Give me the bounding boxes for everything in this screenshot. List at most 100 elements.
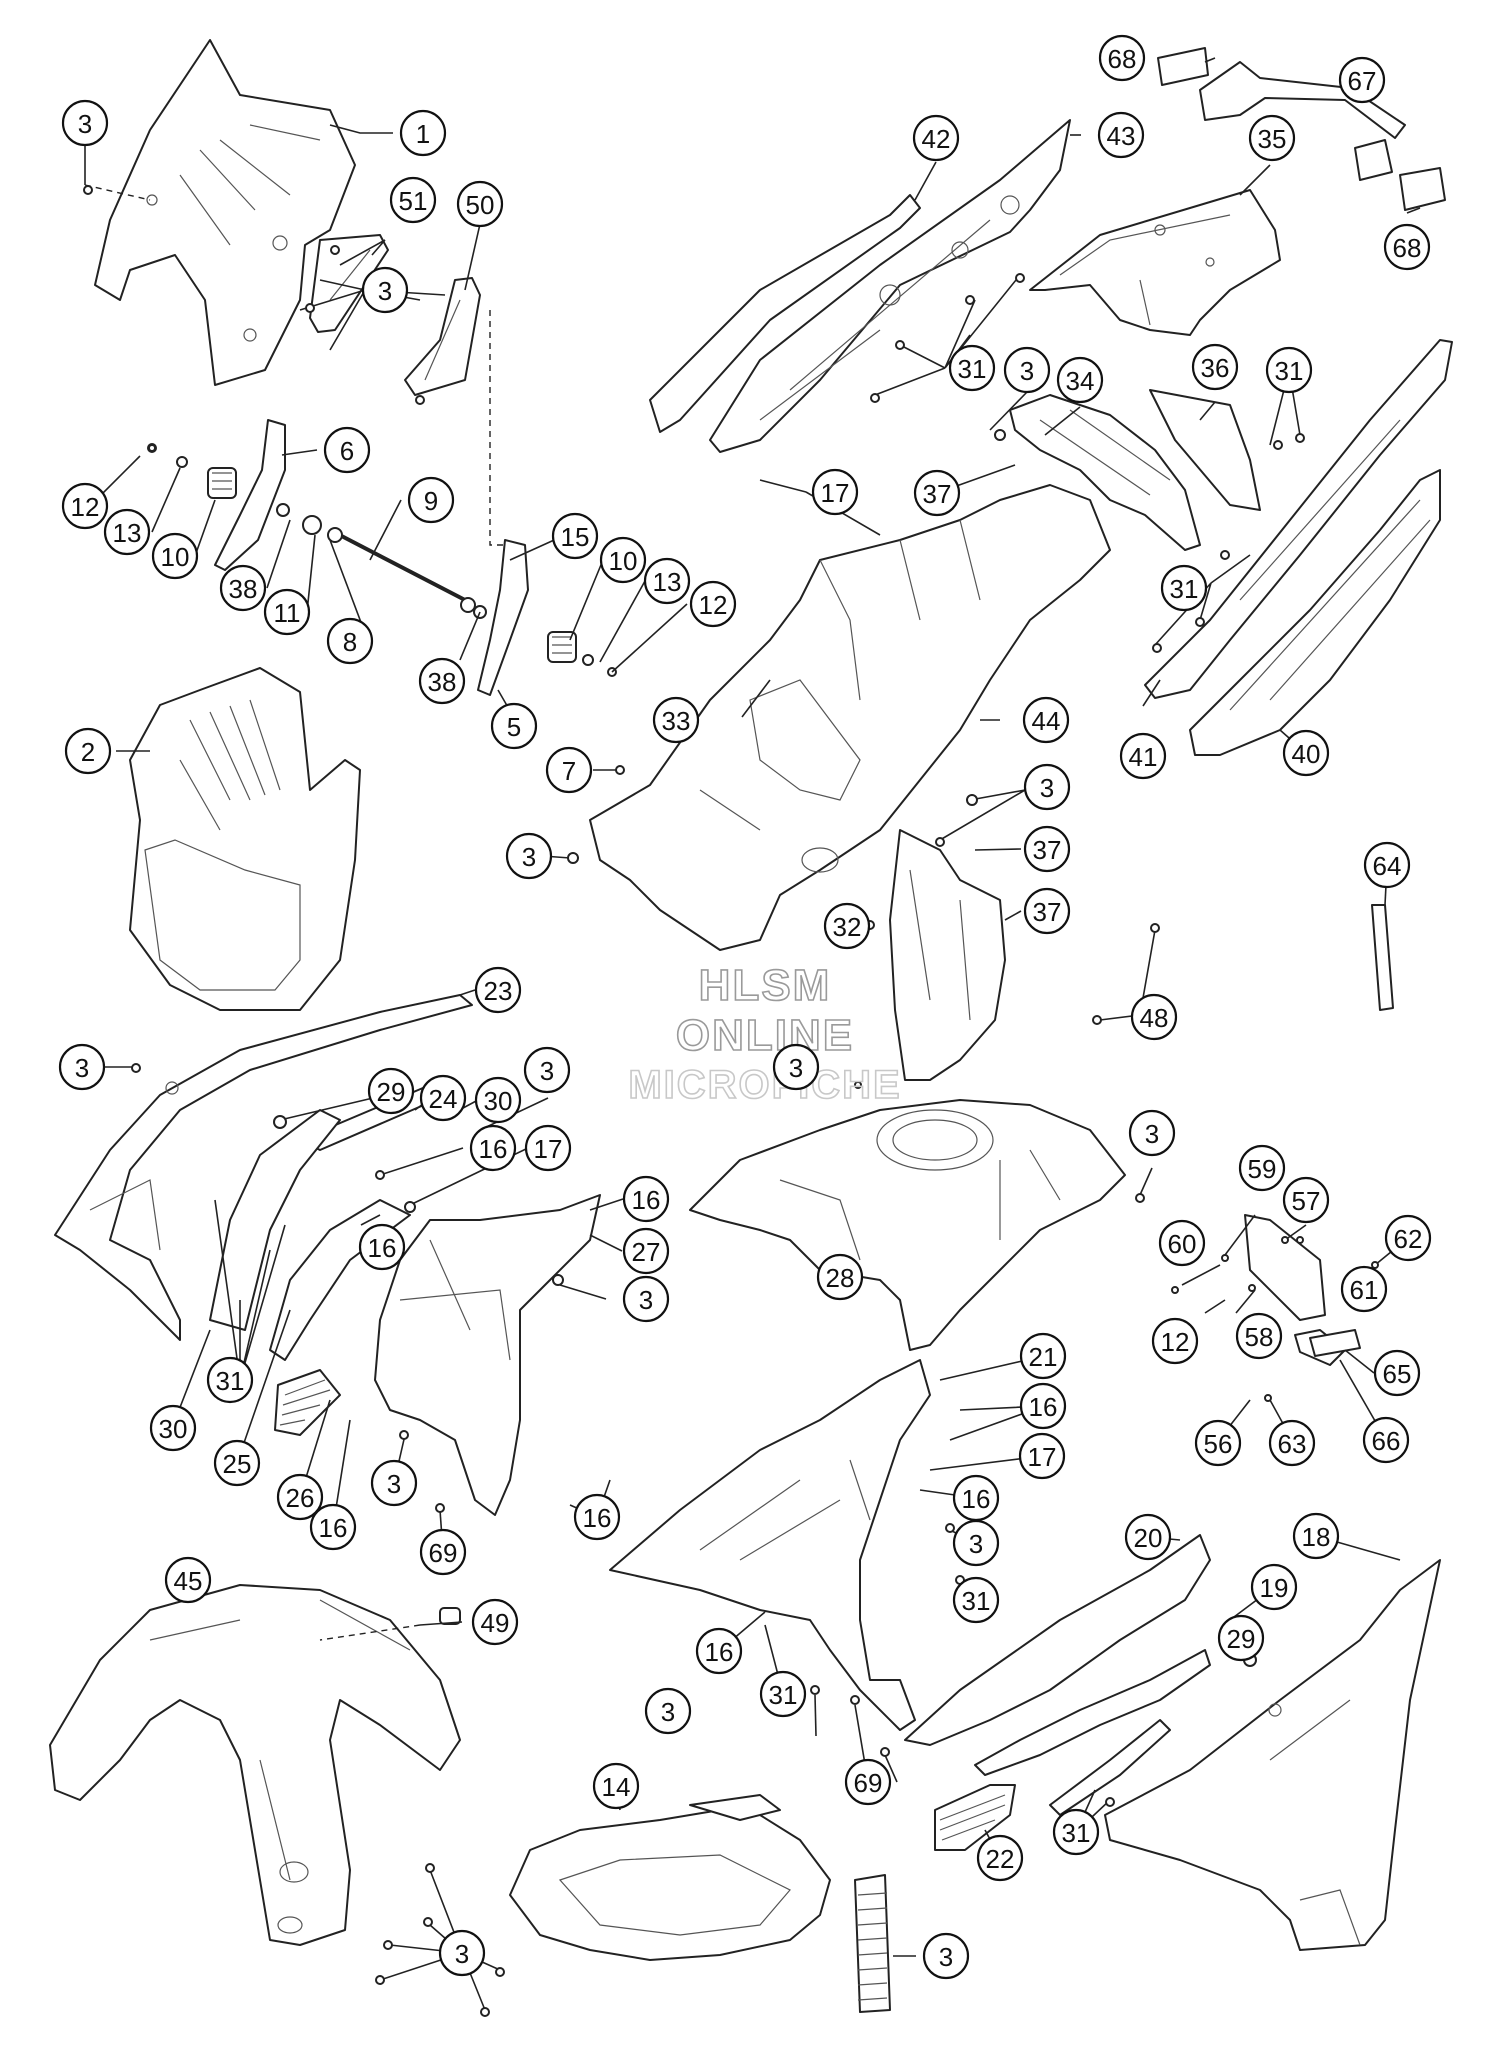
callout-label: 51 [399,186,428,216]
callout-10: 10 [599,536,647,584]
callout-circle [505,832,553,880]
callout-15: 15 [551,512,599,560]
callout-circle [1340,1265,1388,1313]
callout-label: 48 [1140,1003,1169,1033]
callout-16: 16 [573,1493,621,1541]
callout-circle [1265,346,1313,394]
mount-arm-part-5 [477,539,529,696]
callout-label: 16 [1029,1392,1058,1422]
callout-37: 37 [1023,825,1071,873]
callout-31: 31 [952,1576,1000,1624]
callout-label: 24 [429,1084,458,1114]
callout-12: 12 [689,580,737,628]
callout-2: 2 [64,727,112,775]
watermark: HLSM ONLINE MICROFICHE [628,960,901,1108]
callout-3: 3 [772,1043,820,1091]
callout-3: 3 [922,1932,970,1980]
callout-label: 14 [602,1772,631,1802]
bracket-part-34 [1009,394,1201,551]
callout-58: 58 [1235,1312,1283,1360]
callout-label: 3 [1040,773,1054,803]
callout-label: 17 [534,1134,563,1164]
callout-circle [1373,1349,1421,1397]
callout-12: 12 [61,482,109,530]
callout-3: 3 [1128,1109,1176,1157]
front-cowl-part-2 [129,667,361,1011]
callout-42: 42 [912,114,960,162]
callout-label: 58 [1245,1322,1274,1352]
callout-16: 16 [358,1223,406,1271]
callout-68: 68 [1098,34,1146,82]
side-fairing-part-18 [1104,1559,1441,1951]
callout-label: 38 [428,667,457,697]
vent-grille-part-22 [934,1784,1016,1851]
bracket-part-50 [404,277,481,396]
callout-circle [1238,1144,1286,1192]
callout-56: 56 [1194,1419,1242,1467]
callout-48: 48 [1130,993,1178,1041]
lower-frame-cover-part-21 [609,1359,931,1731]
callout-label: 17 [1028,1442,1057,1472]
callout-label: 19 [1260,1573,1289,1603]
side-panel-part-20 [904,1534,1211,1746]
fastener-dots [83,185,1379,2017]
callout-label: 3 [378,276,392,306]
callout-label: 32 [833,912,862,942]
callout-circle [1119,732,1167,780]
callout-label: 15 [561,522,590,552]
callout-label: 69 [429,1538,458,1568]
callout-3: 3 [61,99,109,147]
rear-inner-fender-part-33 [589,484,1111,951]
callout-6: 6 [323,426,371,474]
mudflap-part-32 [889,829,1006,1081]
callout-29: 29 [367,1067,415,1115]
callout-label: 42 [922,124,951,154]
callout-44: 44 [1022,696,1070,744]
callout-circle [1362,1416,1410,1464]
callout-circle [1128,1109,1176,1157]
callout-circle [1023,763,1071,811]
callout-29: 29 [1217,1614,1265,1662]
callout-label: 3 [522,842,536,872]
callout-label: 12 [1161,1327,1190,1357]
callout-label: 16 [583,1503,612,1533]
callout-circle [1235,1312,1283,1360]
callout-circle [551,512,599,560]
callout-circle [1158,1219,1206,1267]
tank-cover-part-28 [689,1099,1126,1351]
callout-67: 67 [1338,56,1386,104]
callout-label: 29 [377,1077,406,1107]
callout-35: 35 [1248,114,1296,162]
callout-label: 16 [705,1637,734,1667]
callout-circle [151,532,199,580]
callout-16: 16 [952,1474,1000,1522]
callout-circle [1338,56,1386,104]
callout-circle [1282,729,1330,777]
callout-circle [689,580,737,628]
callout-5: 5 [490,702,538,750]
side-panel-part-42 [649,194,921,433]
callout-circle [490,702,538,750]
callout-31: 31 [759,1670,807,1718]
callout-36: 36 [1191,343,1239,391]
clip-part-49 [439,1607,461,1625]
inner-cover-part-14 [509,1794,831,1961]
tail-panel-part-40 [1189,469,1441,756]
callout-circle [326,617,374,665]
callout-3: 3 [58,1043,106,1091]
callout-circle [952,1519,1000,1567]
callout-38: 38 [418,657,466,705]
callout-13: 13 [643,557,691,605]
callout-circle [1194,1419,1242,1467]
filter-part-55 [854,1874,891,2013]
callout-label: 12 [699,590,728,620]
callout-65: 65 [1373,1349,1421,1397]
callout-11: 11 [263,588,311,636]
callout-label: 30 [159,1414,188,1444]
callout-69: 69 [419,1528,467,1576]
callout-17: 17 [811,468,859,516]
callout-label: 26 [286,1483,315,1513]
